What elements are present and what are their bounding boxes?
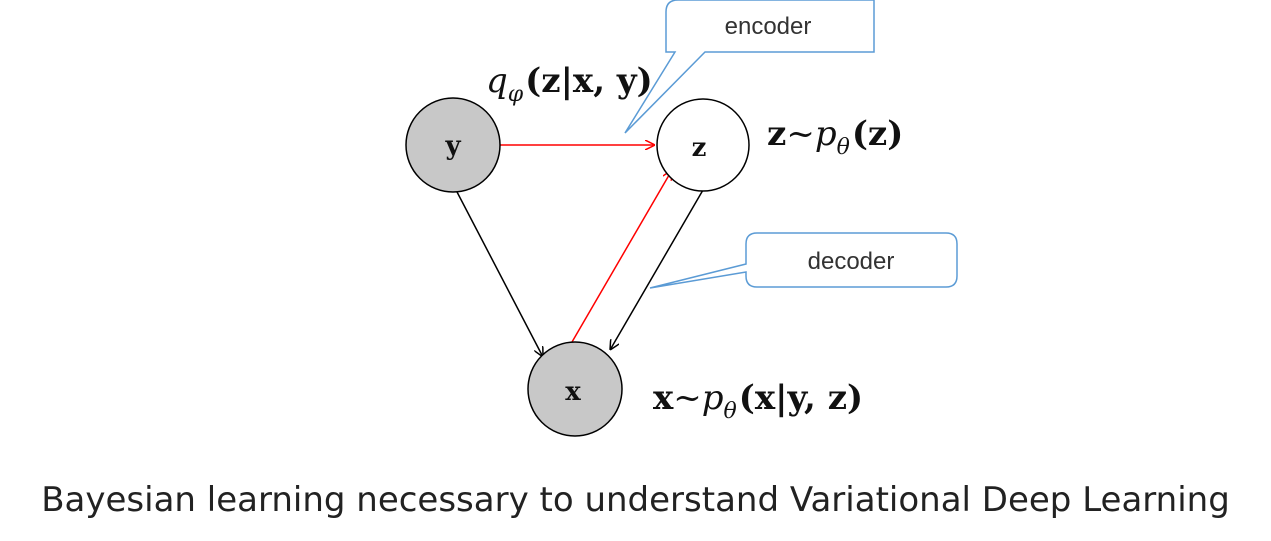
encoder-distribution-formula: qφ(z|x, y) bbox=[486, 61, 653, 107]
edge-y-to-x bbox=[455, 189, 543, 357]
edge-x-to-z bbox=[571, 170, 672, 343]
prior-formula: z~pθ(z) bbox=[767, 114, 903, 160]
node-x-label: x bbox=[565, 377, 581, 407]
likelihood-formula: x~pθ(x|y, z) bbox=[653, 378, 863, 424]
decoder-callout bbox=[649, 232, 958, 289]
encoder-callout bbox=[624, 0, 875, 134]
decoder-callout-label: decoder bbox=[808, 248, 895, 275]
encoder-callout-label: encoder bbox=[725, 13, 812, 40]
node-z: z bbox=[656, 98, 750, 192]
node-z-label: z bbox=[692, 133, 707, 163]
node-y: y bbox=[405, 97, 501, 193]
node-x: x bbox=[527, 341, 623, 437]
edge-z-to-x bbox=[610, 189, 704, 350]
node-y-label: y bbox=[444, 131, 461, 161]
slide-caption: Bayesian learning necessary to understan… bbox=[41, 480, 1230, 520]
